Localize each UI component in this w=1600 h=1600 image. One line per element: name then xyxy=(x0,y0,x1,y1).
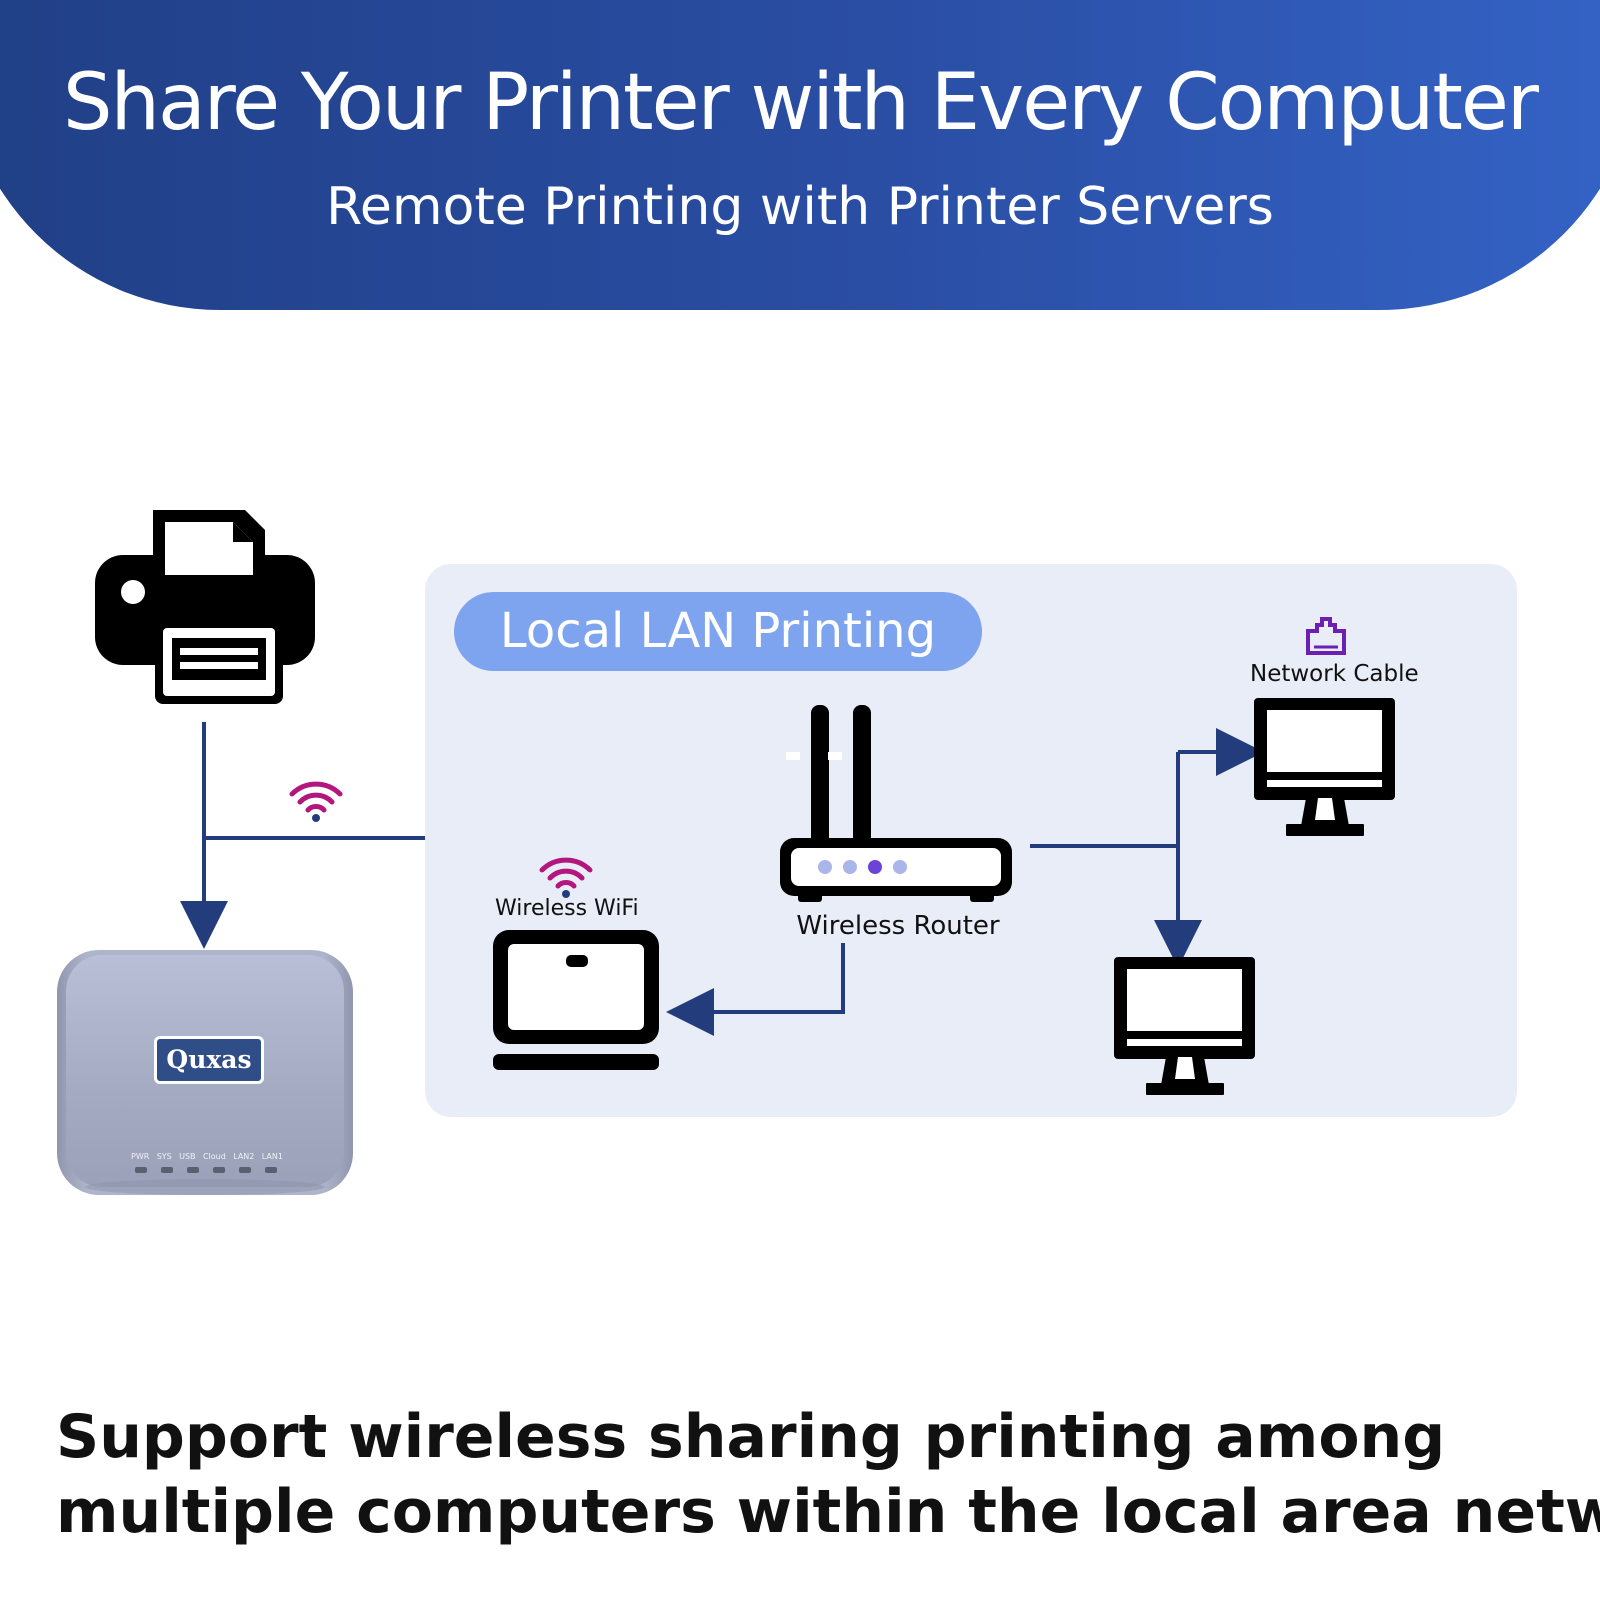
wifi-icon xyxy=(289,781,343,822)
network-port-icon xyxy=(1306,617,1346,655)
monitor-icon xyxy=(1114,957,1255,1095)
wireless-router-label: Wireless Router xyxy=(796,911,1000,941)
footer-line-1: Support wireless sharing printing among xyxy=(56,1402,1446,1472)
led-label: USB xyxy=(179,1152,196,1161)
router-icon xyxy=(780,705,1012,902)
connector-lines xyxy=(180,722,1264,1036)
page-title: Share Your Printer with Every Computer xyxy=(63,58,1539,148)
led-label: PWR xyxy=(131,1152,150,1161)
router-to-laptop-arrow xyxy=(666,943,845,1036)
led-indicators xyxy=(135,1167,277,1173)
led-label: Cloud xyxy=(202,1152,226,1161)
footer-line-2: multiple computers within the local area… xyxy=(56,1477,1600,1547)
led-label: LAN1 xyxy=(261,1152,283,1161)
monitor-icon xyxy=(1254,698,1395,836)
header-banner xyxy=(0,0,1600,310)
wireless-wifi-label: Wireless WiFi xyxy=(495,896,639,921)
network-cable-label: Network Cable xyxy=(1250,661,1419,687)
wifi-icon xyxy=(539,857,593,898)
footer-description: Support wireless sharing printing among … xyxy=(56,1400,1600,1550)
led-label: LAN2 xyxy=(233,1152,255,1161)
led-label: SYS xyxy=(156,1152,172,1161)
printer-icon xyxy=(95,510,315,704)
laptop-icon xyxy=(493,930,659,1070)
lan-pill-label: Local LAN Printing xyxy=(454,592,982,671)
page-subtitle: Remote Printing with Printer Servers xyxy=(326,177,1274,237)
device-led-labels: PWR SYS USB Cloud LAN2 LAN1 xyxy=(131,1152,283,1166)
device-brand-badge: Quxas xyxy=(154,1036,264,1084)
